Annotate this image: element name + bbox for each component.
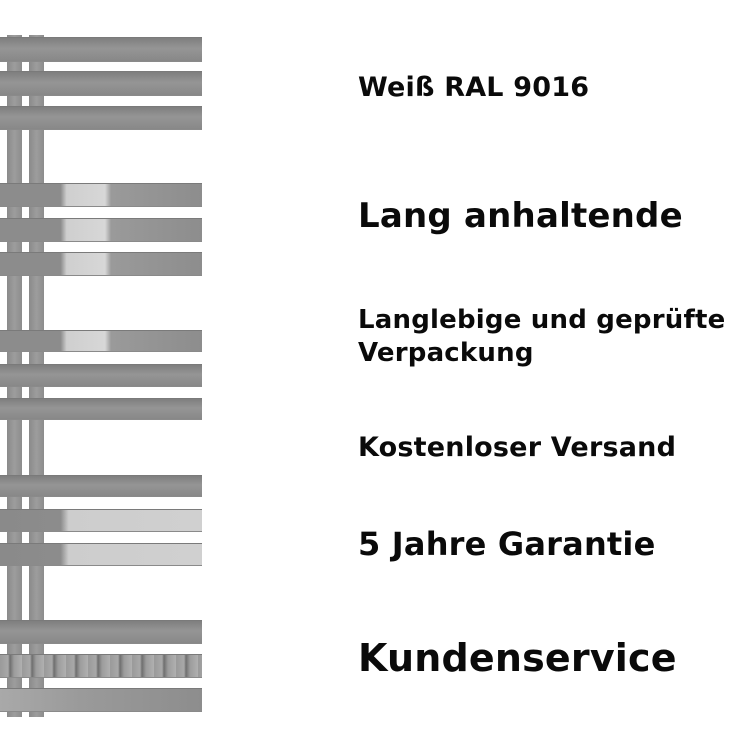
radiator-bar — [0, 106, 202, 130]
radiator-bar — [0, 71, 202, 96]
radiator-bar — [0, 620, 202, 644]
radiator-bar — [0, 654, 202, 678]
radiator-image — [0, 0, 210, 750]
feature-customer-service: Kundenservice — [358, 636, 677, 680]
radiator-bar — [0, 543, 202, 566]
feature-warranty: 5 Jahre Garantie — [358, 525, 656, 563]
radiator-bar — [0, 688, 202, 712]
radiator-bar — [0, 475, 202, 497]
radiator-bar — [0, 37, 202, 62]
feature-packaging-line1: Langlebige und geprüfte — [358, 305, 726, 335]
radiator-bar — [0, 330, 202, 352]
feature-packaging: Langlebige und geprüfte Verpackung — [358, 304, 725, 370]
feature-packaging-line2: Verpackung — [358, 338, 534, 368]
feature-free-shipping: Kostenloser Versand — [358, 432, 677, 463]
feature-color: Weiß RAL 9016 — [358, 72, 590, 103]
radiator-bar — [0, 509, 202, 532]
radiator-bar — [0, 398, 202, 420]
radiator-bar — [0, 218, 202, 242]
feature-durable: Lang anhaltende — [358, 196, 683, 236]
radiator-bar — [0, 183, 202, 207]
radiator-bar — [0, 252, 202, 276]
radiator-bar — [0, 364, 202, 387]
